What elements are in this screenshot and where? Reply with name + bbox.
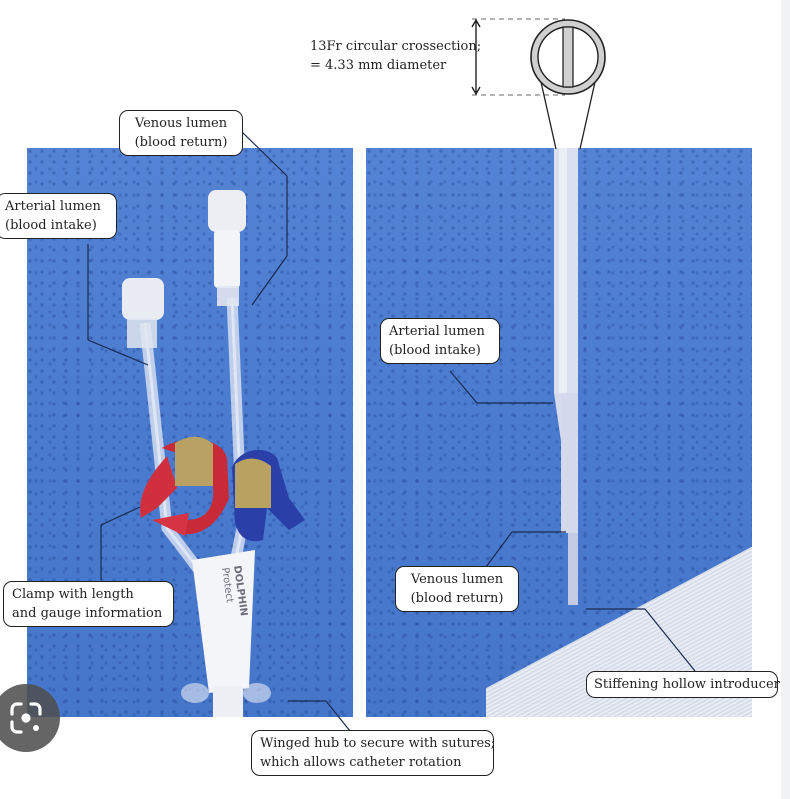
cross-section-caption: 13Fr circular crossection; = 4.33 mm dia… [310,37,481,75]
catheter-photo-right [366,148,752,717]
cross-section-icon [530,19,606,95]
page-edge-strip [781,0,790,799]
label-arterial-lumen-left: Arterial lumen (blood intake) [0,193,117,239]
google-lens-icon [10,702,42,734]
label-text: Venous lumen [134,116,228,131]
catheter-photo-left: DOLPHIN Protect [27,148,353,717]
label-text: and gauge information [12,606,163,621]
label-text: which allows catheter rotation [260,755,462,770]
label-arterial-lumen-right: Arterial lumen (blood intake) [380,318,500,364]
label-text: (blood return) [410,591,504,606]
label-clamp: Clamp with length and gauge information [3,581,174,627]
label-text: (blood intake) [5,218,97,233]
label-text: Clamp with length [12,587,134,602]
label-text: Arterial lumen [389,324,485,339]
label-text: Arterial lumen [5,199,101,214]
label-introducer: Stiffening hollow introducer [586,671,780,698]
label-text: Stiffening hollow introducer [594,677,780,692]
cross-section-line1: 13Fr circular crossection; [310,39,482,54]
label-text: (blood intake) [389,343,481,358]
label-text: (blood return) [134,135,228,150]
image-search-button[interactable] [0,684,60,752]
label-text: Winged hub to secure with sutures; [260,736,496,751]
catheter-illustration-right [554,148,578,605]
label-text: Venous lumen [410,572,504,587]
label-venous-lumen-left: Venous lumen (blood return) [119,110,243,156]
label-winged-hub: Winged hub to secure with sutures; which… [251,730,496,776]
hub-model-text: Protect [219,567,235,604]
cross-section-line2: = 4.33 mm diameter [310,58,447,73]
label-venous-lumen-right: Venous lumen (blood return) [395,566,519,612]
